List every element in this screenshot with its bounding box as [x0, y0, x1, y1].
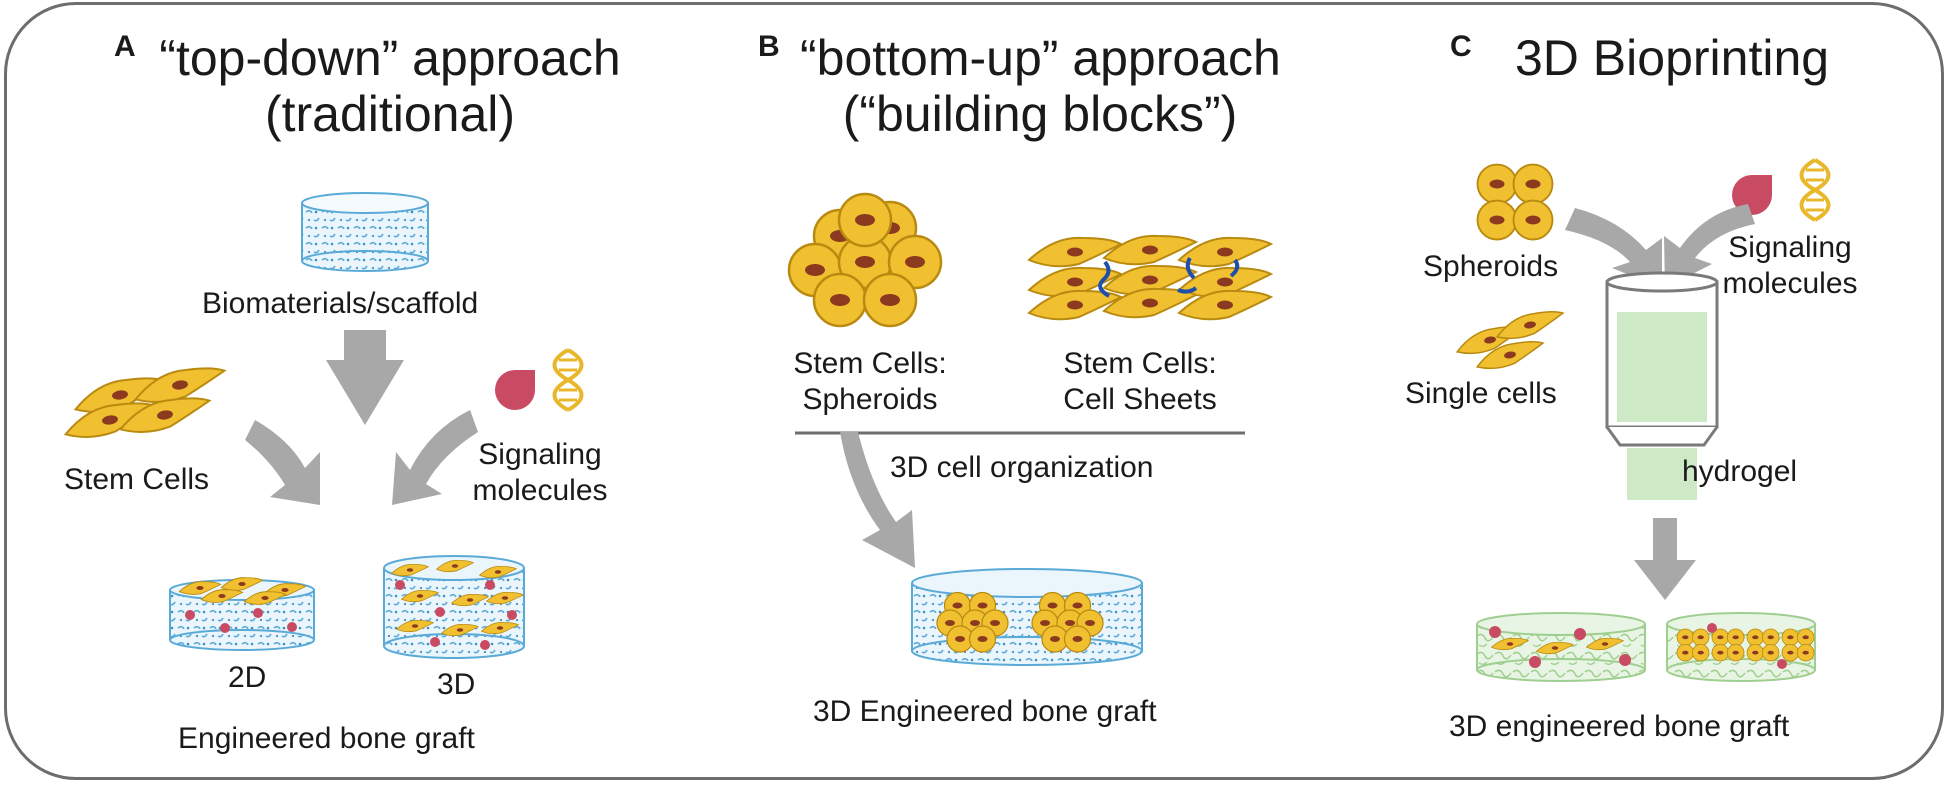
panel-a-title: “top-down” approach (traditional) [150, 30, 630, 142]
bioprint-signaling-label-line1: Signaling [1728, 231, 1852, 264]
bioprint-dna-icon [1799, 158, 1831, 222]
cell-sheet-icon [1028, 234, 1272, 321]
bioprint-down-arrow-icon [1634, 518, 1696, 600]
signaling-label: Signaling molecules [460, 437, 620, 509]
scaffold-label: Biomaterials/scaffold [202, 287, 479, 320]
signaling-label-line2: molecules [472, 474, 608, 507]
bioprint-spheroids-label: Spheroids [1423, 250, 1559, 283]
panel-a-title-line2: (traditional) [264, 86, 516, 142]
spheroid-icon [787, 192, 943, 328]
panel-c-letter: C [1450, 30, 1472, 63]
stem-cells-icon [61, 363, 229, 442]
spheroids-label-line2: Spheroids [802, 383, 938, 416]
bioprint-signaling-label: Signaling molecules [1700, 230, 1880, 302]
bioprint-graft-left-icon [1476, 612, 1646, 682]
panel-c-title: 3D Bioprinting [1515, 30, 1830, 86]
signaling-molecule-drop-icon [495, 370, 535, 410]
spheroids-label: Stem Cells: Spheroids [780, 346, 960, 418]
signaling-label-line1: Signaling [478, 438, 602, 471]
spheroids-label-line1: Stem Cells: [793, 347, 947, 380]
figure-frame [4, 2, 1944, 780]
scaffold-cylinder-icon [301, 192, 429, 272]
bioprint-signaling-label-line2: molecules [1722, 267, 1858, 300]
bioprinter-syringe-icon [1605, 271, 1719, 500]
organization-label: 3D cell organization [890, 451, 1154, 484]
hydrogel-label: hydrogel [1682, 455, 1798, 488]
curved-arrow-left-icon [245, 420, 320, 505]
panel-b-title: “bottom-up” approach (“building blocks”) [800, 30, 1281, 142]
graft-2d-icon [169, 577, 315, 651]
graft-spheroid-icon [911, 568, 1143, 666]
panel-b-title-line1: “bottom-up” approach [800, 30, 1281, 86]
cell-sheets-label: Stem Cells: Cell Sheets [1040, 346, 1240, 418]
panel-a-letter: A [114, 30, 136, 63]
panel-b-letter: B [758, 30, 780, 63]
dna-helix-icon [552, 348, 584, 412]
engineered-graft-c-label: 3D engineered bone graft [1449, 710, 1790, 743]
graft-3d-label: 3D [437, 668, 476, 701]
curved-arrow-down-icon [840, 432, 915, 568]
bioprint-graft-right-icon [1666, 612, 1816, 682]
bioprint-spheroid-icon [1476, 163, 1554, 241]
stem-cells-label: Stem Cells [64, 463, 210, 496]
cell-sheets-label-line1: Stem Cells: [1063, 347, 1217, 380]
graft-3d-icon [383, 555, 525, 659]
engineered-graft-b-label: 3D Engineered bone graft [813, 695, 1157, 728]
engineered-graft-label: Engineered bone graft [178, 722, 475, 755]
panel-a-title-line1: “top-down” approach [159, 30, 621, 86]
bioprint-single-cells-label: Single cells [1405, 377, 1557, 410]
panel-b-title-line2: (“building blocks”) [842, 86, 1238, 142]
cell-sheets-label-line2: Cell Sheets [1063, 383, 1217, 416]
graft-2d-label: 2D [228, 661, 267, 694]
down-arrow-icon [326, 330, 404, 425]
curved-arrow-right-icon [392, 410, 478, 505]
bioprint-single-cells-icon [1453, 307, 1567, 373]
funnel-arrows-icon [1565, 204, 1755, 288]
